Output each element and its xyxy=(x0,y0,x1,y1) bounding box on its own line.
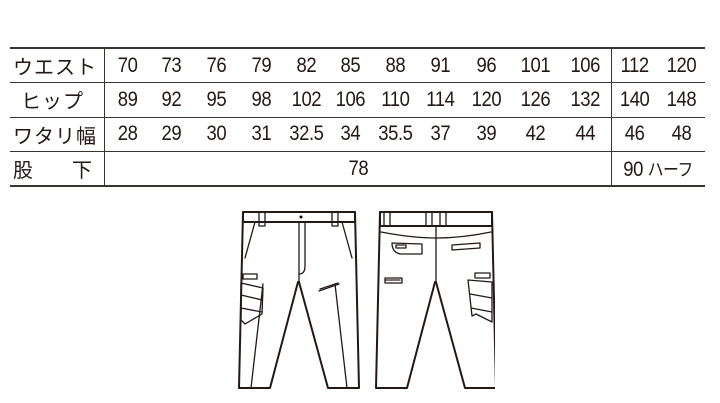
cell: 96 xyxy=(465,47,507,83)
size-chart-table: ウエスト 70 73 76 79 82 85 88 91 96 101 106 … xyxy=(10,47,705,187)
cell: 148 xyxy=(660,82,703,118)
cell: 101 xyxy=(512,47,558,83)
cell: 91 xyxy=(420,47,461,83)
cell: 76 xyxy=(196,47,237,83)
cell: 37 xyxy=(420,117,461,152)
label-hip-text: ヒップ xyxy=(21,89,84,114)
cell: 92 xyxy=(152,82,192,118)
cell: 48 xyxy=(660,117,703,152)
cell-inseam-standard: 78 xyxy=(135,151,581,187)
pants-illustrations xyxy=(235,208,497,403)
cell: 42 xyxy=(512,117,558,152)
pants-drawing xyxy=(238,211,497,389)
label-hip: ヒップ xyxy=(10,82,106,118)
cell: 88 xyxy=(375,47,416,83)
pants-back-icon xyxy=(375,211,497,389)
cell: 126 xyxy=(512,82,558,118)
cell: 112 xyxy=(613,47,656,83)
cell: 89 xyxy=(107,82,147,118)
cell: 44 xyxy=(563,117,609,152)
row-hip: ヒップ 89 92 95 98 102 106 110 114 120 126 … xyxy=(10,82,705,118)
cell: 132 xyxy=(563,82,609,118)
cell: 106 xyxy=(563,47,609,83)
cell: 110 xyxy=(375,82,416,118)
cell: 98 xyxy=(241,82,282,118)
row-thigh-width: ワタリ幅 28 29 30 31 32.5 34 35.5 37 39 42 4… xyxy=(10,117,705,152)
cell: 35.5 xyxy=(375,117,416,152)
cell: 28 xyxy=(107,117,147,152)
cell: 140 xyxy=(613,82,656,118)
cell: 79 xyxy=(241,47,282,83)
cell: 85 xyxy=(331,47,371,83)
label-waist: ウエスト xyxy=(10,47,106,83)
inseam-large-value: 90 xyxy=(623,157,644,181)
cell: 73 xyxy=(152,47,192,83)
cell: 120 xyxy=(465,82,507,118)
cell: 34 xyxy=(331,117,371,152)
cell: 120 xyxy=(660,47,703,83)
cell: 31 xyxy=(241,117,282,152)
cell: 32.5 xyxy=(286,117,326,152)
label-inseam: 股 下 xyxy=(10,151,106,187)
cell: 70 xyxy=(107,47,147,83)
cell: 95 xyxy=(196,82,237,118)
cell: 102 xyxy=(286,82,326,118)
cell: 29 xyxy=(152,117,192,152)
label-inseam-part1: 股 xyxy=(13,158,34,182)
pants-front-icon xyxy=(238,211,360,389)
cell-inseam-large: 90 ハーフ xyxy=(616,151,700,187)
cell: 30 xyxy=(196,117,237,152)
cell: 114 xyxy=(420,82,461,118)
label-thigh-width: ワタリ幅 xyxy=(10,117,106,152)
label-inseam-part2: 下 xyxy=(72,158,93,182)
cell: 46 xyxy=(613,117,656,152)
cell: 106 xyxy=(331,82,371,118)
row-inseam: 股 下 78 90 ハーフ xyxy=(10,151,705,187)
cell: 82 xyxy=(286,47,326,83)
row-waist: ウエスト 70 73 76 79 82 85 88 91 96 101 106 … xyxy=(10,47,705,83)
cell: 39 xyxy=(465,117,507,152)
inseam-half-label: ハーフ xyxy=(647,159,694,180)
